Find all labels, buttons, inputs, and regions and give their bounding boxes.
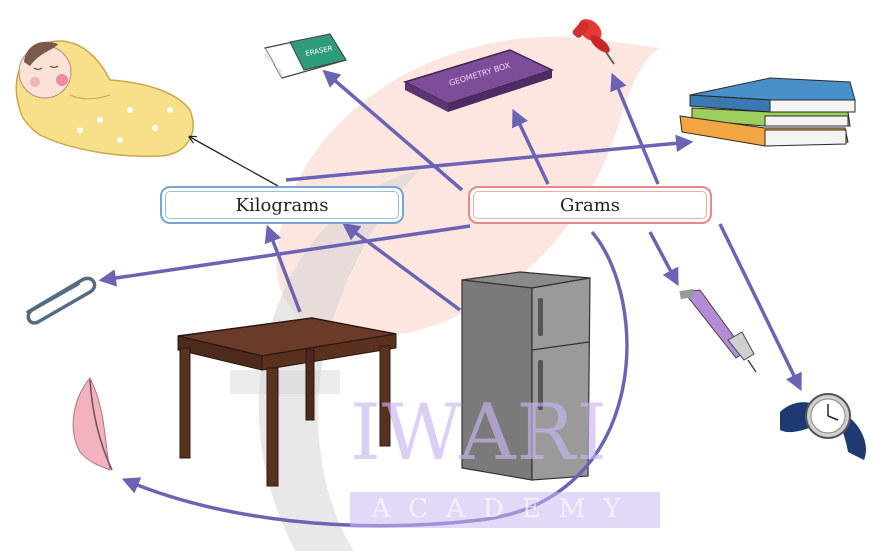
arrow-grams-to-pen <box>648 231 679 287</box>
books-illustration <box>679 77 856 147</box>
pushpin-illustration <box>572 19 615 65</box>
arrow-kg-to-baby <box>190 137 279 187</box>
arrow-grams-to-eraser <box>322 69 464 192</box>
arrow-kg-to-books <box>285 134 694 182</box>
geometry-box-illustration: GEOMETRY BOX <box>403 49 555 112</box>
baby-illustration <box>15 40 194 158</box>
feather-illustration <box>72 377 113 471</box>
arrow-grams-to-paperclip <box>98 224 471 287</box>
pen-illustration <box>679 288 757 373</box>
watch-illustration <box>780 393 867 460</box>
arrow-grams-to-pushpin <box>610 72 660 185</box>
refrigerator-illustration <box>461 271 591 481</box>
arrow-grams-to-watch <box>718 223 802 392</box>
watermark-name: IWARI <box>350 388 608 478</box>
watermark-sub-background <box>350 492 660 528</box>
arrow-table-to-kg <box>264 224 302 313</box>
arrow-fridge-to-kg <box>342 222 462 312</box>
kilograms-arrows <box>190 134 694 313</box>
kilograms-label: Kilograms <box>160 186 404 224</box>
watermark-sub: ACADEMY <box>371 494 639 524</box>
table-illustration <box>177 317 397 487</box>
paperclip-illustration <box>26 276 97 325</box>
eraser-illustration: ERASER <box>264 33 347 79</box>
grams-label: Grams <box>468 186 712 224</box>
arrow-grams-to-geometry-box <box>512 108 550 185</box>
